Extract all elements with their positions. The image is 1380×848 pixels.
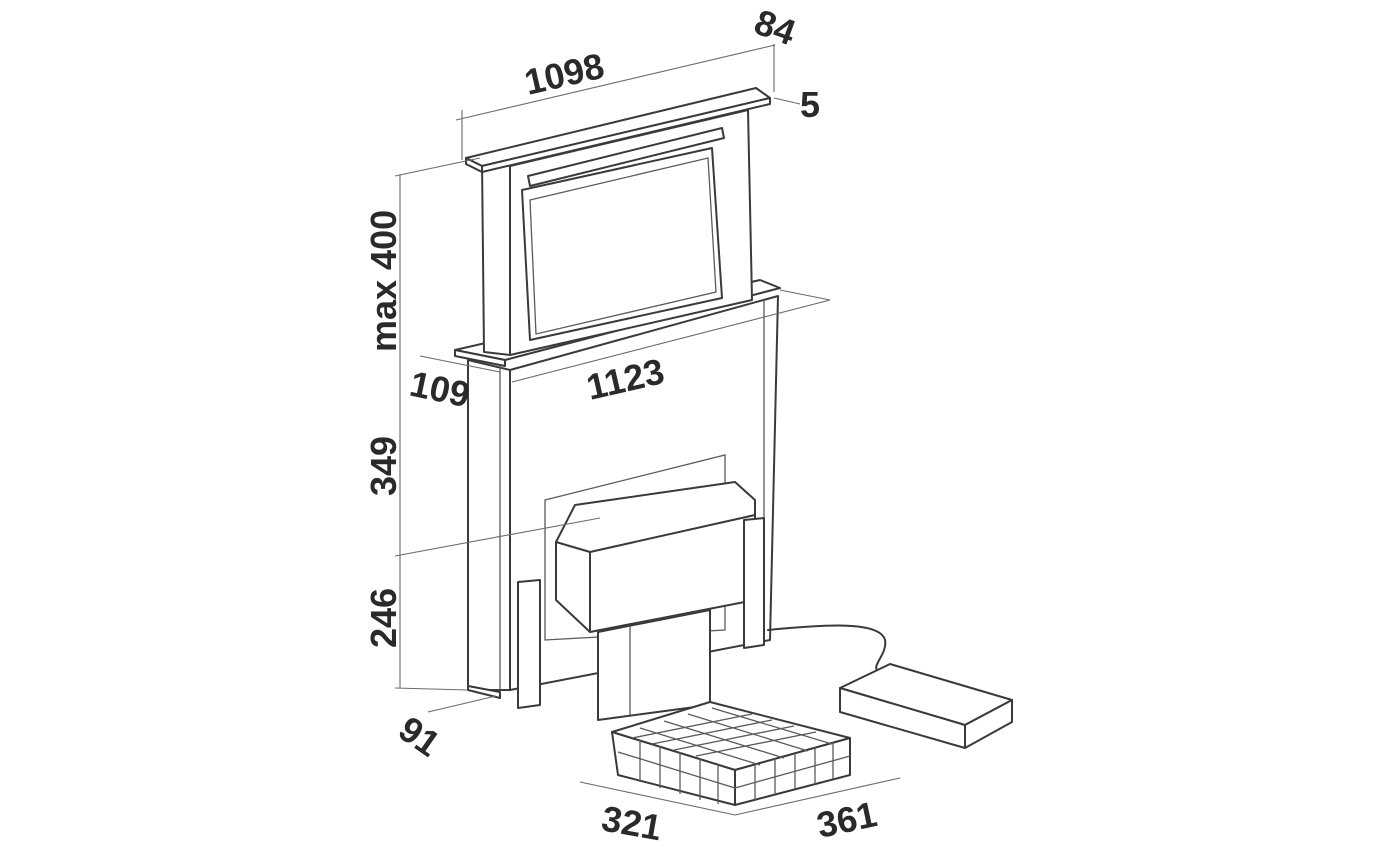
dim-base-depth: 91 [391,708,447,765]
dim-top-width: 1098 [521,45,608,103]
dim-max-rise: max 400 [363,210,404,352]
control-unit [767,624,1013,749]
dim-lower-height: 246 [363,588,404,648]
motor-housing [517,481,765,721]
rising-hood [465,87,771,356]
dim-top-lip: 5 [800,84,820,125]
dim-filter-width: 321 [599,798,665,848]
dim-body-height: 349 [363,436,404,496]
dim-top-depth: 84 [749,1,801,53]
filter-box [611,701,851,806]
dimension-lines [394,44,901,816]
dim-body-depth: 109 [406,363,473,416]
dim-filter-depth: 361 [813,793,880,846]
